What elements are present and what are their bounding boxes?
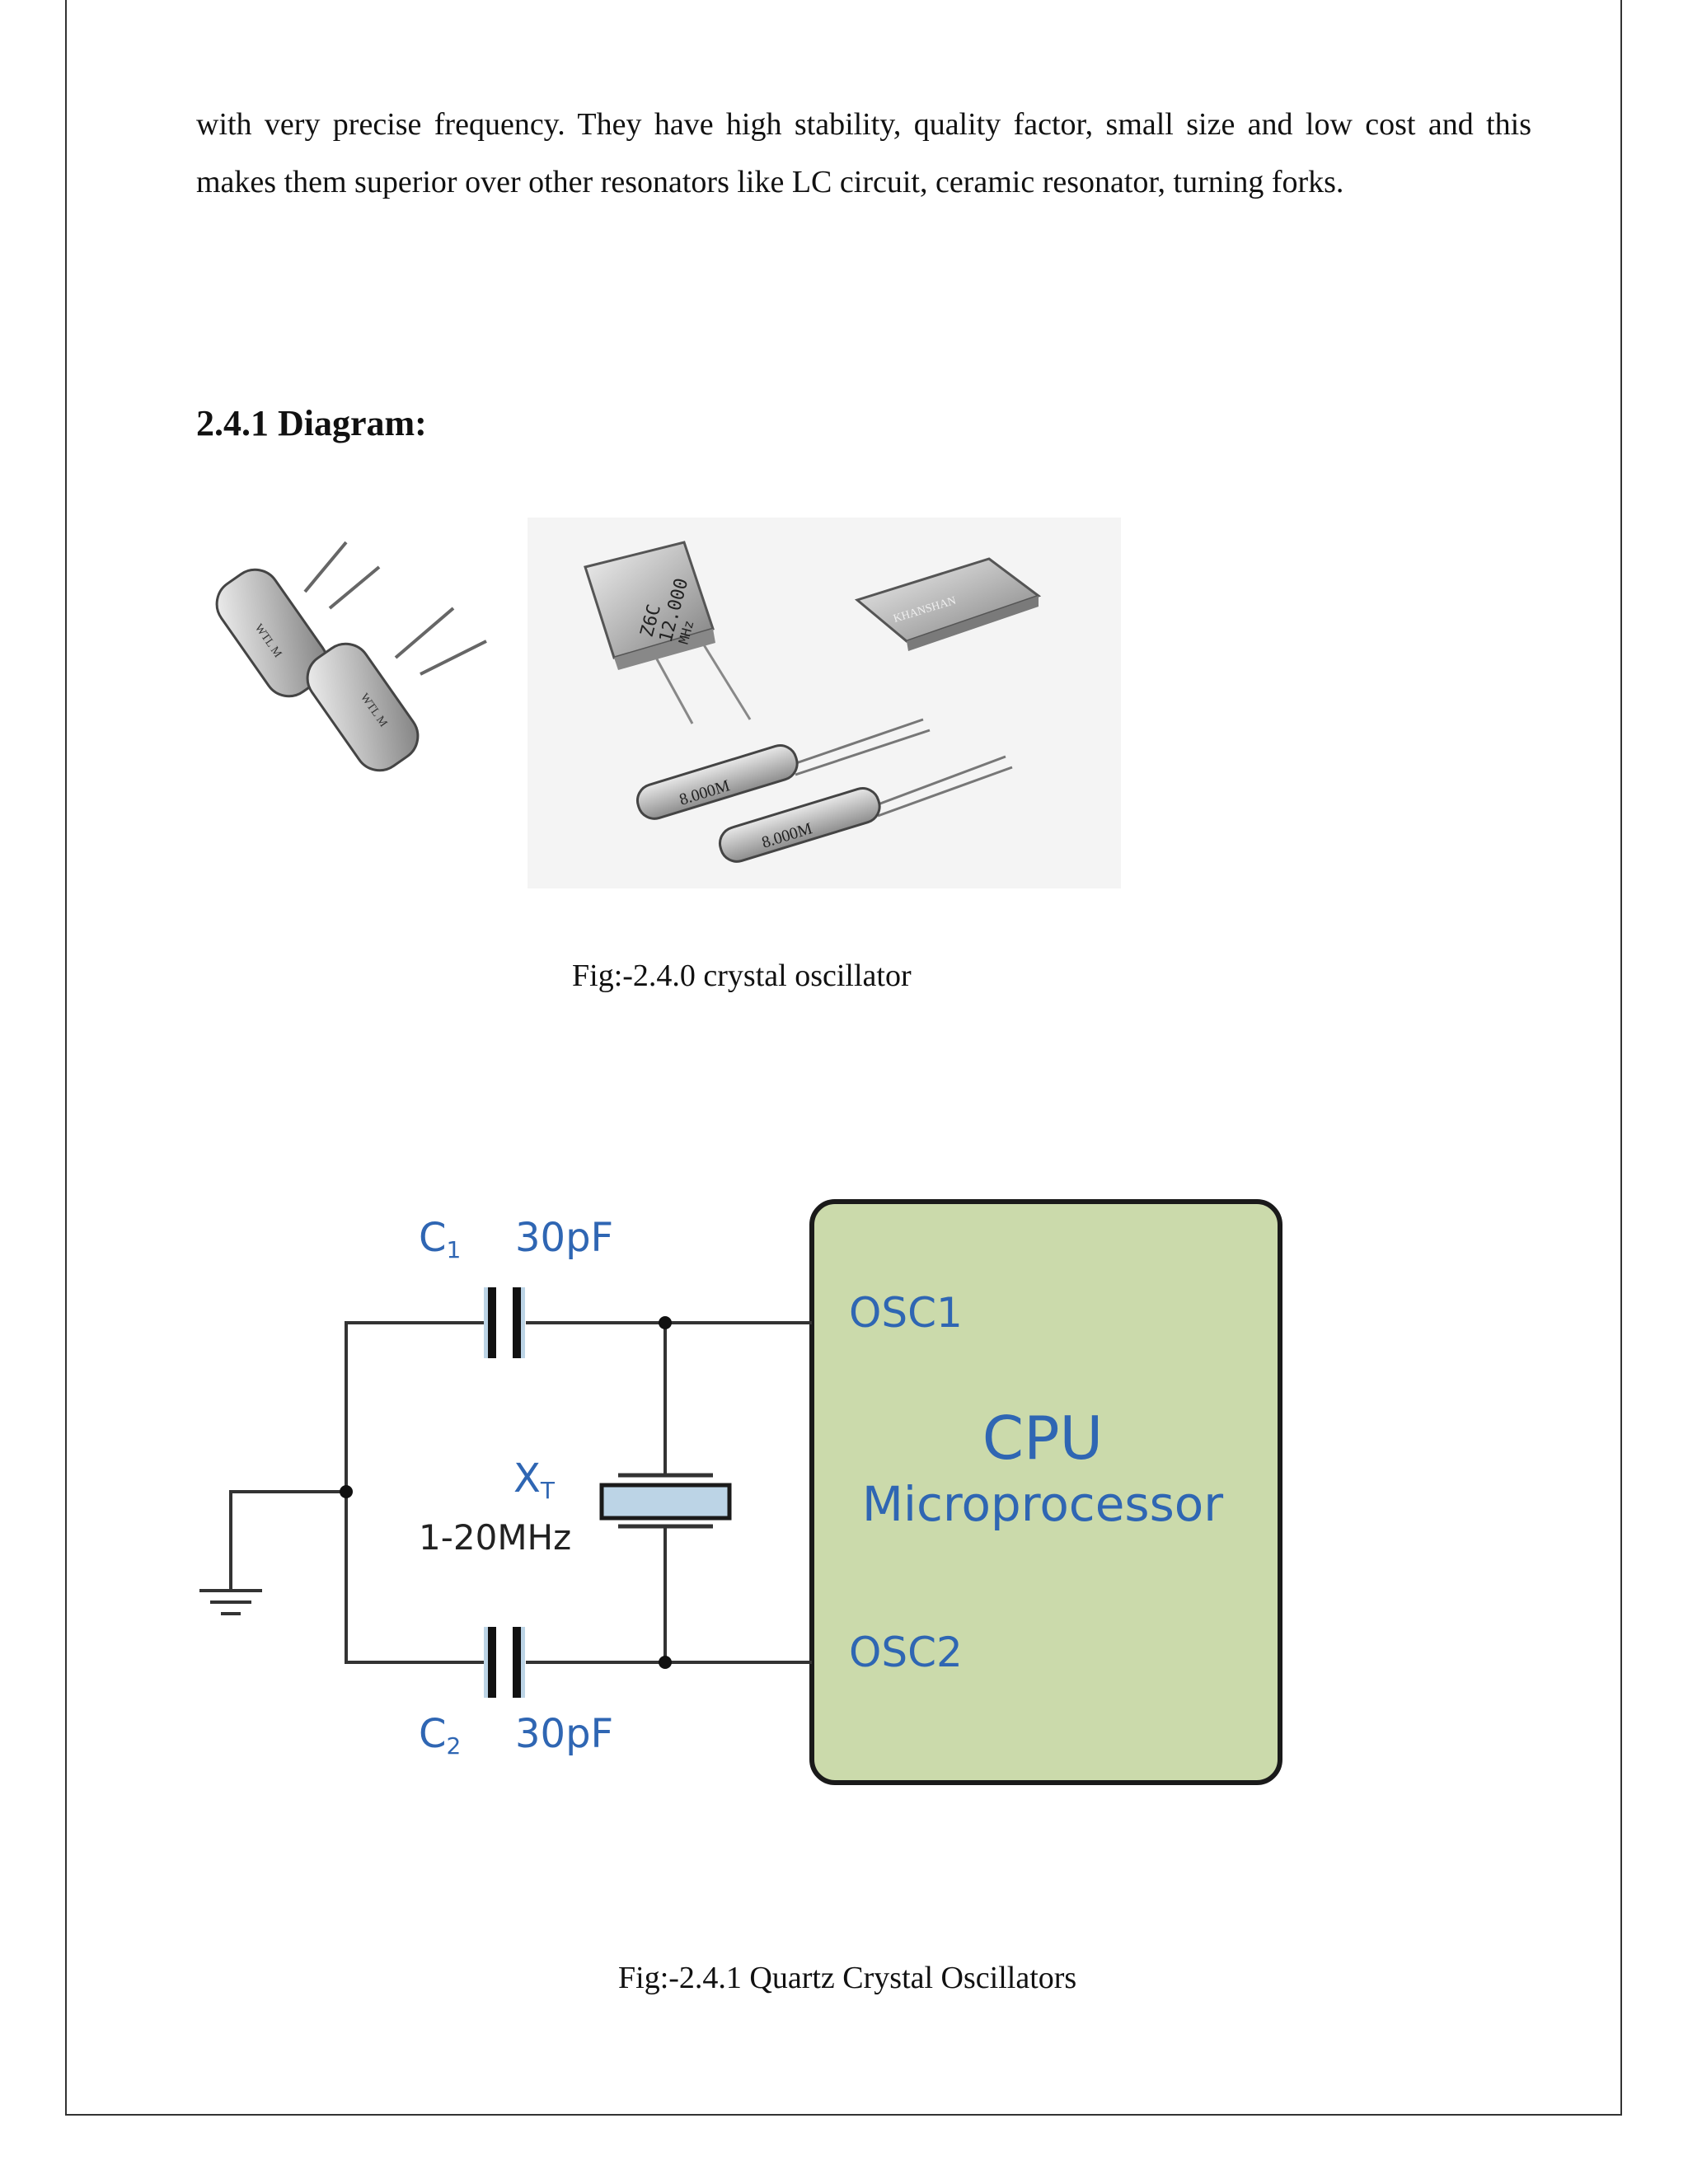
cpu-label: CPU xyxy=(982,1404,1103,1473)
crystal-xt xyxy=(599,1473,732,1529)
xt-range-label: 1-20MHz xyxy=(419,1517,571,1558)
c2-label: C2 xyxy=(419,1711,461,1760)
junction-dots xyxy=(340,1316,672,1669)
smd-crystal: KHANSHAN xyxy=(854,557,1042,651)
cylinder-crystal-2: 8.000M xyxy=(718,755,1013,863)
quartz-oscillator-circuit: C1 30pF C2 30pF XT OSC1 OSC2 CPU Micropr… xyxy=(199,1199,1282,1785)
osc2-label: OSC2 xyxy=(849,1629,963,1676)
figure-caption-2: Fig:-2.4.1 Quartz Crystal Oscillators xyxy=(618,1961,1077,1995)
page-border xyxy=(65,0,1622,2116)
hc49u-crystal: Z6C 12.000 MHz xyxy=(584,541,752,724)
hc49-crystal-left-2: WTL M xyxy=(306,607,487,772)
capacitor-c1 xyxy=(484,1287,525,1358)
hc49-crystal-left-1: WTL M xyxy=(215,541,381,698)
microprocessor-label: Microprocessor xyxy=(862,1476,1223,1532)
osc1-label: OSC1 xyxy=(849,1289,963,1337)
c1-label: C1 xyxy=(419,1215,461,1263)
figure-caption-1: Fig:-2.4.0 crystal oscillator xyxy=(572,958,912,993)
body-paragraph: with very precise frequency. They have h… xyxy=(196,107,1531,199)
cpu-box xyxy=(809,1199,1282,1785)
c2-value: 30pF xyxy=(515,1711,613,1757)
section-heading: 2.4.1 Diagram: xyxy=(196,403,427,443)
crystal-oscillator-photo: WTL M WTL M Z6C 12.000 MHz KHANSHAN 8.00… xyxy=(215,518,1121,888)
capacitor-c2 xyxy=(484,1627,525,1698)
c1-value: 30pF xyxy=(515,1215,613,1261)
xt-label: XT xyxy=(513,1455,556,1504)
